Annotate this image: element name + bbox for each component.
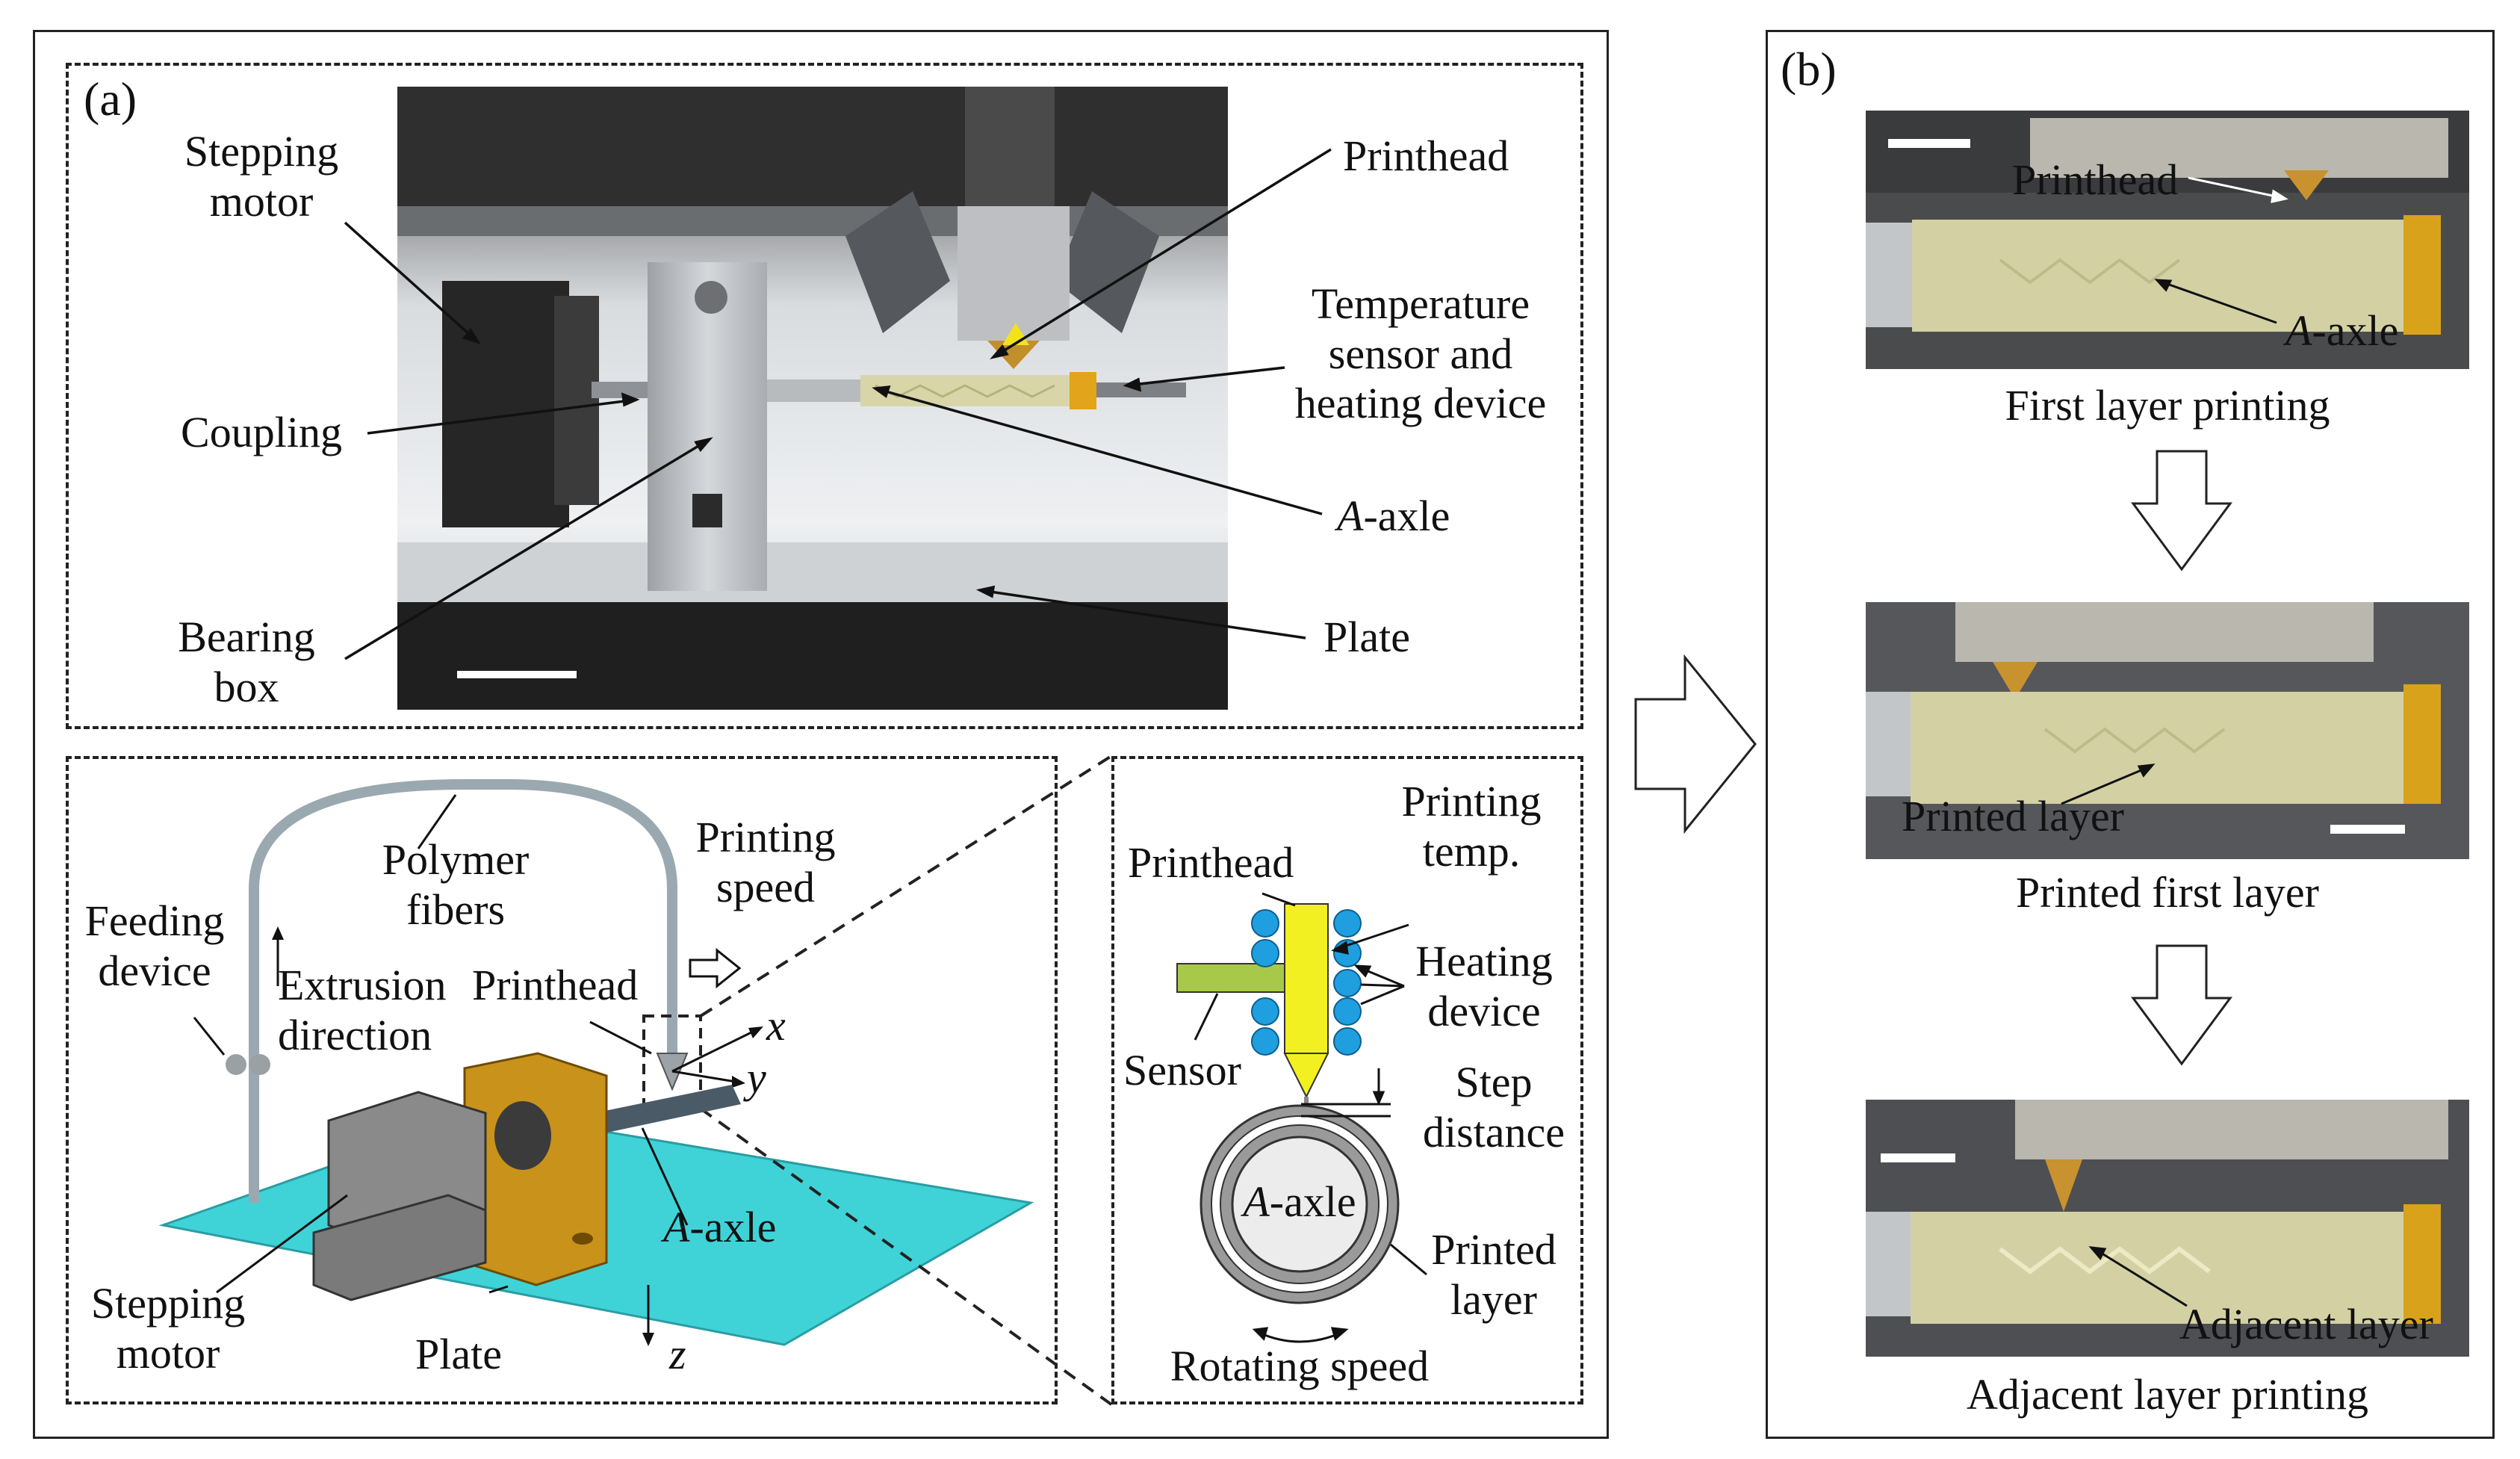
label-bearing-box: Bearing box (178, 613, 315, 711)
label-extrusion-direction: Extrusion direction (278, 961, 447, 1059)
label-printhead-schematic: Printhead (472, 961, 639, 1009)
label-printhead-photo: Printhead (1343, 131, 1509, 180)
label-printhead-detail: Printhead (1128, 838, 1294, 887)
label-printed-layer-b: Printed layer (1902, 792, 2124, 840)
panel-b-frame (1766, 30, 2495, 1439)
a-axle-italic: A (2285, 306, 2312, 355)
label-printed-layer-detail: Printed layer (1431, 1225, 1557, 1324)
label-heating-device: Heating device (1415, 937, 1553, 1035)
photo-first-layer (1866, 111, 2469, 369)
label-step-distance: Step distance (1422, 1058, 1565, 1156)
a-axle-italic: A (1337, 492, 1364, 540)
label-polymer-fibers: Polymer fibers (382, 835, 530, 934)
panel-a-label: (a) (84, 72, 137, 126)
label-coupling: Coupling (181, 408, 342, 456)
label-plate-schematic: Plate (415, 1330, 502, 1378)
label-stepping-motor-schematic: Stepping motor (90, 1279, 246, 1378)
feed-roller-right (249, 1054, 270, 1075)
schematic-region (66, 756, 1058, 1404)
a-axle-rest: -axle (1269, 1177, 1356, 1226)
a-axle-rest: -axle (1363, 492, 1450, 540)
caption-printed-first-layer: Printed first layer (2016, 868, 2319, 917)
label-a-axle-b: A-axle (2285, 306, 2398, 356)
a-axle-italic: A (663, 1203, 690, 1251)
a-axle-italic: A (1243, 1177, 1270, 1226)
label-adjacent-layer: Adjacent layer (2179, 1300, 2433, 1348)
feed-roller-left (226, 1054, 246, 1075)
label-a-axle-detail: A-axle (1225, 1177, 1374, 1227)
axis-z-label: z (669, 1330, 686, 1378)
axis-x-label: x (766, 1001, 786, 1050)
label-a-axle-schematic: A-axle (663, 1203, 776, 1253)
panel-b-label: (b) (1781, 43, 1837, 96)
detail-region (1111, 756, 1583, 1404)
label-sensor: Sensor (1123, 1046, 1241, 1094)
a-axle-core (1231, 1136, 1368, 1273)
caption-first-layer: First layer printing (2005, 381, 2330, 430)
label-printing-temp: Printing temp. (1401, 777, 1542, 876)
photo-printed-layer (1866, 602, 2469, 859)
printer-photo (397, 87, 1228, 710)
a-axle-rest: -axle (2312, 306, 2399, 355)
photo-region (66, 63, 1583, 729)
panel-a-frame (33, 30, 1609, 1439)
down-arrow-1 (2131, 450, 2232, 571)
axis-y-label: y (747, 1053, 766, 1102)
label-a-axle-photo: A-axle (1337, 492, 1450, 542)
label-printing-speed: Printing speed (695, 813, 836, 911)
label-rotating-speed: Rotating speed (1170, 1342, 1430, 1390)
caption-adjacent-layer: Adjacent layer printing (1967, 1370, 2368, 1419)
label-temperature-sensor: Temperature sensor and heating device (1294, 279, 1547, 428)
photo-adjacent-layer (1866, 1100, 2469, 1357)
label-plate-photo: Plate (1323, 613, 1410, 661)
label-printhead-b: Printhead (2012, 155, 2179, 204)
label-stepping-motor-photo: Stepping motor (184, 127, 339, 226)
a-axle-rest: -axle (689, 1203, 777, 1251)
printing-speed-arrow (689, 947, 742, 989)
label-feeding-device: Feeding device (84, 896, 225, 995)
down-arrow-2 (2131, 944, 2232, 1066)
